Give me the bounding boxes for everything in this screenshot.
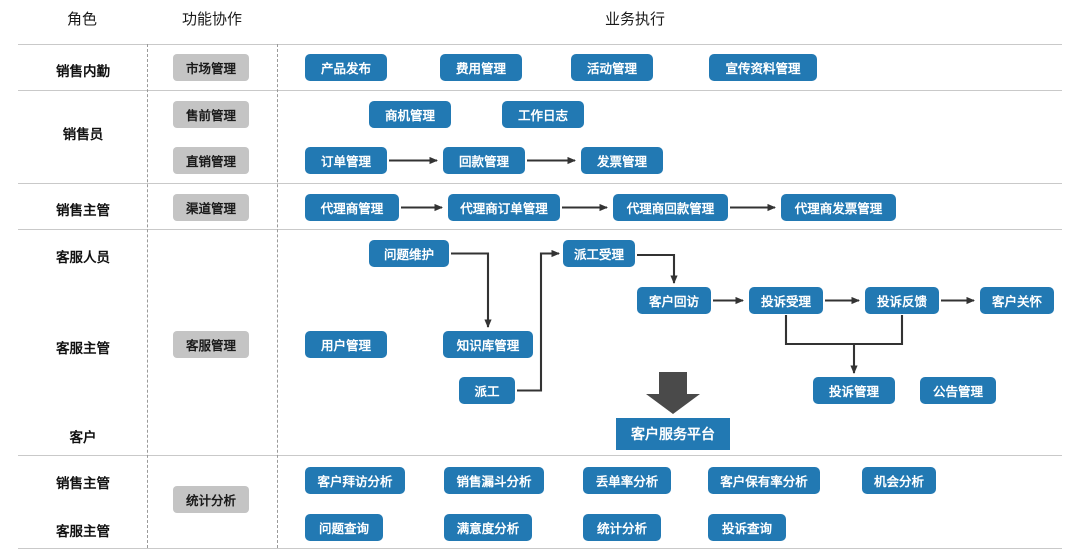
row-divider-3 bbox=[18, 229, 1062, 230]
big-down-arrow-icon bbox=[646, 372, 700, 414]
wire-acceptance-to-revisit bbox=[637, 253, 678, 284]
box-expense-management[interactable]: 费用管理 bbox=[440, 54, 522, 81]
wire-dispatch-to-acceptance bbox=[517, 249, 560, 392]
column-divider-2 bbox=[277, 44, 278, 548]
chip-statistics-analysis[interactable]: 统计分析 bbox=[173, 486, 249, 513]
box-product-release[interactable]: 产品发布 bbox=[305, 54, 387, 81]
box-complaint-acceptance[interactable]: 投诉受理 bbox=[749, 287, 823, 314]
box-complaint-feedback[interactable]: 投诉反馈 bbox=[865, 287, 939, 314]
box-customer-care[interactable]: 客户关怀 bbox=[980, 287, 1054, 314]
box-promo-material-management[interactable]: 宣传资料管理 bbox=[709, 54, 817, 81]
box-visit-analysis[interactable]: 客户拜访分析 bbox=[305, 467, 405, 494]
role-label-service-manager-2: 客服主管 bbox=[56, 524, 110, 540]
box-customer-service-platform[interactable]: 客户服务平台 bbox=[616, 418, 730, 450]
role-label-salesperson: 销售员 bbox=[62, 127, 104, 143]
box-opportunity-management[interactable]: 商机管理 bbox=[369, 101, 451, 128]
chip-direct-sales-management[interactable]: 直销管理 bbox=[173, 147, 249, 174]
box-agent-payment-management[interactable]: 代理商回款管理 bbox=[613, 194, 728, 221]
role-label-service-staff: 客服人员 bbox=[56, 250, 110, 266]
box-agent-management[interactable]: 代理商管理 bbox=[305, 194, 399, 221]
chip-service-management[interactable]: 客服管理 bbox=[173, 331, 249, 358]
box-sales-funnel-analysis[interactable]: 销售漏斗分析 bbox=[444, 467, 544, 494]
box-knowledge-base-management[interactable]: 知识库管理 bbox=[443, 331, 533, 358]
column-header-function: 功能协作 bbox=[181, 10, 242, 28]
box-user-management[interactable]: 用户管理 bbox=[305, 331, 387, 358]
role-label-sales-inside: 销售内勤 bbox=[56, 64, 110, 80]
row-divider-1 bbox=[18, 90, 1062, 91]
box-dispatch[interactable]: 派工 bbox=[459, 377, 515, 404]
role-label-sales-manager: 销售主管 bbox=[56, 203, 110, 219]
box-statistics-analysis[interactable]: 统计分析 bbox=[583, 514, 661, 541]
box-invoice-management[interactable]: 发票管理 bbox=[581, 147, 663, 174]
box-activity-management[interactable]: 活动管理 bbox=[571, 54, 653, 81]
box-retention-rate-analysis[interactable]: 客户保有率分析 bbox=[708, 467, 820, 494]
row-divider-2 bbox=[18, 183, 1062, 184]
box-customer-revisit[interactable]: 客户回访 bbox=[637, 287, 711, 314]
box-complaint-query[interactable]: 投诉查询 bbox=[708, 514, 786, 541]
role-label-sales-manager-2: 销售主管 bbox=[56, 476, 110, 492]
column-header-business: 业务执行 bbox=[604, 10, 665, 28]
wire-complaint-feedback-drop bbox=[854, 315, 904, 346]
chip-channel-management[interactable]: 渠道管理 bbox=[173, 194, 249, 221]
box-opportunity-analysis[interactable]: 机会分析 bbox=[862, 467, 936, 494]
chip-presales-management[interactable]: 售前管理 bbox=[173, 101, 249, 128]
role-label-service-manager: 客服主管 bbox=[56, 341, 110, 357]
box-work-log[interactable]: 工作日志 bbox=[502, 101, 584, 128]
box-agent-order-management[interactable]: 代理商订单管理 bbox=[448, 194, 560, 221]
column-header-role: 角色 bbox=[66, 10, 97, 28]
box-issue-query[interactable]: 问题查询 bbox=[305, 514, 383, 541]
wire-issue-to-knowledge bbox=[451, 252, 492, 328]
row-divider-4 bbox=[18, 455, 1062, 456]
box-announcement-management[interactable]: 公告管理 bbox=[920, 377, 996, 404]
box-payment-management[interactable]: 回款管理 bbox=[443, 147, 525, 174]
box-issue-maintenance[interactable]: 问题维护 bbox=[369, 240, 449, 267]
box-complaint-management[interactable]: 投诉管理 bbox=[813, 377, 895, 404]
chip-market-management[interactable]: 市场管理 bbox=[173, 54, 249, 81]
wire-complaint-acceptance-drop bbox=[784, 315, 854, 346]
role-label-customer: 客户 bbox=[69, 430, 97, 446]
box-dispatch-acceptance[interactable]: 派工受理 bbox=[563, 240, 635, 267]
column-divider-1 bbox=[147, 44, 148, 548]
box-order-management[interactable]: 订单管理 bbox=[305, 147, 387, 174]
box-loss-rate-analysis[interactable]: 丢单率分析 bbox=[583, 467, 671, 494]
box-agent-invoice-management[interactable]: 代理商发票管理 bbox=[781, 194, 896, 221]
row-divider-top bbox=[18, 44, 1062, 45]
box-satisfaction-analysis[interactable]: 满意度分析 bbox=[444, 514, 532, 541]
